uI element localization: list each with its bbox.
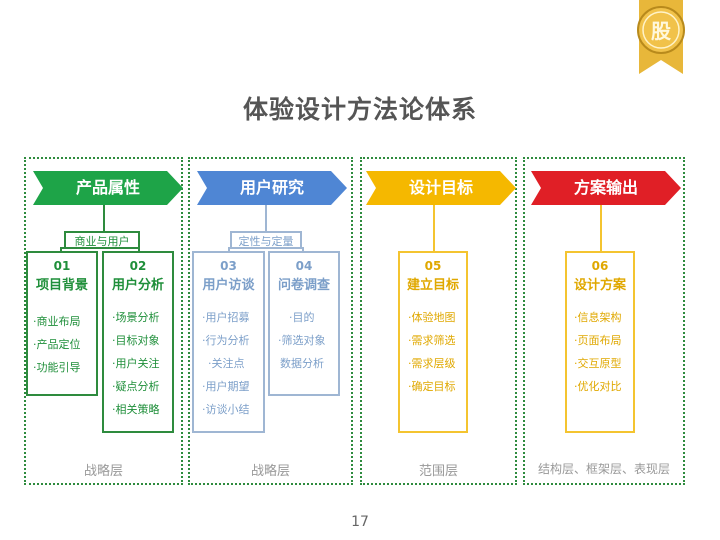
arrow-label: 方案输出 <box>573 178 638 197</box>
card-title: 项目背景 <box>35 278 88 293</box>
connector <box>103 205 105 231</box>
card-project-background: 01 项目背景 <box>26 251 98 396</box>
list-item: ·用户招募 <box>202 311 250 324</box>
card-title: 设计方案 <box>573 278 626 293</box>
layer-label-structure: 结构层、框架层、表现层 <box>537 462 670 476</box>
list-item: ·用户期望 <box>202 380 250 393</box>
card-title: 用户访谈 <box>202 278 255 293</box>
page-title: 体验设计方法论体系 <box>242 95 477 124</box>
connector <box>433 205 435 251</box>
arrow-label: 用户研究 <box>239 178 304 197</box>
card-title: 用户分析 <box>111 278 164 293</box>
card-design-solution: 06 设计方案 <box>565 251 635 433</box>
list-item: ·关注点 <box>208 357 245 370</box>
connector <box>265 205 267 231</box>
arrow-user-research: 用户研究 <box>197 171 347 205</box>
card-user-analysis: 02 用户分析 <box>102 251 174 433</box>
list-item: ·信息架构 <box>574 311 622 324</box>
column-box-2 <box>188 157 353 485</box>
column-box-1 <box>24 157 183 485</box>
layer-label-strategy: 战略层 <box>250 464 290 479</box>
card-number: 01 <box>53 259 71 273</box>
card-title: 建立目标 <box>406 278 459 293</box>
card-number: 03 <box>220 259 237 273</box>
list-item: ·访谈小结 <box>202 403 250 416</box>
list-item: ·功能引导 <box>33 361 81 374</box>
card-questionnaire: 04 问卷调查 <box>268 251 340 396</box>
list-item: ·产品定位 <box>33 338 81 351</box>
list-item: ·相关策略 <box>112 403 160 416</box>
list-item: 数据分析 <box>280 357 324 370</box>
connector <box>302 247 304 253</box>
card-number: 06 <box>591 259 609 273</box>
list-item: ·体验地图 <box>408 311 456 324</box>
list-item: ·目标对象 <box>112 334 160 347</box>
list-item: ·筛选对象 <box>278 334 326 347</box>
list-item: ·用户关注 <box>112 357 160 370</box>
card-number: 02 <box>129 259 147 273</box>
connector <box>138 247 140 253</box>
arrow-label: 设计目标 <box>408 178 473 197</box>
card-number: 04 <box>295 259 313 273</box>
list-item: ·确定目标 <box>408 380 456 393</box>
card-build-goals: 05 建立目标 <box>398 251 468 433</box>
badge-glyph: 股 <box>651 19 671 43</box>
list-item: ·行为分析 <box>202 334 250 347</box>
arrow-product-attributes: 产品属性 <box>33 171 183 205</box>
connector <box>228 247 230 253</box>
list-item: ·交互原型 <box>574 357 622 370</box>
list-item: ·页面布局 <box>574 334 622 347</box>
list-item: ·目的 <box>289 311 315 324</box>
connector <box>60 247 62 253</box>
card-title: 问卷调查 <box>277 278 330 293</box>
list-item: ·商业布局 <box>33 315 81 328</box>
layer-label-scope: 范围层 <box>418 464 458 479</box>
arrow-solution-output: 方案输出 <box>531 171 681 205</box>
connector <box>600 205 602 251</box>
list-item: ·场景分析 <box>112 311 160 324</box>
subtag-business-users: 商业与用户 <box>64 231 140 249</box>
page-number: 17 <box>351 514 369 530</box>
card-number: 05 <box>424 259 442 273</box>
card-user-interview: 03 用户访谈 <box>192 251 265 433</box>
list-item: ·需求层级 <box>408 357 456 370</box>
column-box-4 <box>523 157 685 485</box>
logo-badge: 股 <box>611 0 691 78</box>
arrow-design-goals: 设计目标 <box>366 171 516 205</box>
subtag-qual-quant: 定性与定量 <box>230 231 302 249</box>
column-box-3 <box>360 157 517 485</box>
layer-label-strategy: 战略层 <box>83 464 123 479</box>
list-item: ·疑点分析 <box>112 380 160 393</box>
arrow-label: 产品属性 <box>75 178 140 197</box>
list-item: ·优化对比 <box>574 380 622 393</box>
list-item: ·需求筛选 <box>408 334 456 347</box>
